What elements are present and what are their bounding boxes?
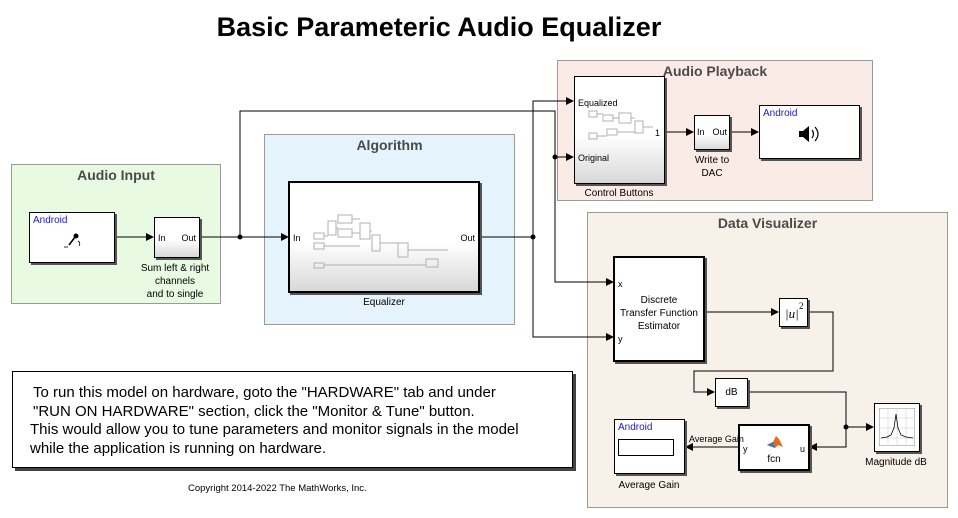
junction-db-branch bbox=[843, 424, 849, 430]
sum-label-line-2: channels bbox=[154, 276, 196, 287]
dac-in-port: In bbox=[697, 127, 705, 137]
average-gain-label: Average Gain bbox=[618, 480, 680, 491]
equalizer-subsystem-block[interactable]: In Out bbox=[288, 181, 480, 293]
wire-abs-to-db bbox=[693, 311, 834, 396]
fcn-text: fcn bbox=[767, 454, 781, 465]
android-microphone-block[interactable]: Android bbox=[29, 212, 115, 263]
wire-original bbox=[239, 110, 574, 237]
sum-label-line-3: and to single bbox=[146, 289, 204, 300]
magnitude-db-label: Magnitude dB bbox=[865, 457, 927, 468]
magnitude-squared-block[interactable]: |u| 2 bbox=[779, 298, 808, 327]
write-to-dac-block[interactable]: In Out bbox=[694, 115, 730, 150]
matlab-logo-icon bbox=[767, 436, 783, 448]
fcn-y-port: y bbox=[743, 444, 748, 454]
area-audio-input-title: Audio Input bbox=[77, 167, 155, 183]
matlab-function-block[interactable]: y u fcn bbox=[738, 424, 810, 471]
equalizer-in-port: In bbox=[293, 233, 301, 243]
db-text: dB bbox=[725, 387, 738, 398]
dac-out-port: Out bbox=[712, 127, 727, 137]
average-gain-signal-label: Average Gain bbox=[689, 434, 744, 444]
control-out-port: 1 bbox=[654, 128, 660, 138]
speaker-icon bbox=[799, 126, 819, 142]
note-line-3: This would allow you to tune parameters … bbox=[30, 421, 519, 438]
sum-out-port: Out bbox=[181, 233, 196, 243]
write-to-dac-label: Write to DAC bbox=[682, 154, 742, 180]
spectrum-icon bbox=[879, 408, 915, 446]
area-data-visualizer-title: Data Visualizer bbox=[717, 215, 818, 231]
tfe-y-port: y bbox=[618, 334, 623, 344]
junction-equalizer-branch bbox=[530, 234, 536, 240]
tfe-text: Discrete Transfer Function Estimator bbox=[615, 294, 703, 333]
db-conversion-block[interactable]: dB bbox=[715, 378, 748, 407]
abs-sq-text: |u| bbox=[785, 306, 799, 321]
area-algorithm-title: Algorithm bbox=[356, 137, 423, 153]
tfe-text-line-3: Estimator bbox=[637, 321, 681, 332]
android-speaker-block[interactable]: Android bbox=[759, 105, 860, 159]
control-equalized-port: Equalized bbox=[578, 98, 618, 108]
tfe-text-line-1: Discrete bbox=[640, 295, 678, 306]
display-value-box bbox=[618, 439, 674, 456]
note-line-1: To run this model on hardware, goto the … bbox=[33, 384, 496, 401]
wire-db-to-fcn bbox=[809, 427, 847, 451]
sum-channels-block[interactable]: In Out bbox=[154, 217, 200, 258]
equalizer-label: Equalizer bbox=[363, 297, 405, 308]
wire-equalized-to-y bbox=[532, 237, 614, 341]
sum-label-line-1: Sum left & right bbox=[140, 263, 210, 274]
sum-in-port: In bbox=[158, 233, 166, 243]
android-label: Android bbox=[33, 215, 68, 226]
model-title: Basic Parameteric Audio Equalizer bbox=[216, 12, 662, 42]
tfe-text-line-2: Transfer Function bbox=[620, 308, 698, 319]
wire-equalized bbox=[532, 97, 574, 237]
control-buttons-label: Control Buttons bbox=[584, 188, 654, 199]
copyright-text: Copyright 2014-2022 The MathWorks, Inc. bbox=[188, 483, 367, 494]
note-line-2: "RUN ON HARDWARE" section, click the "Mo… bbox=[33, 402, 475, 420]
hardware-instructions-note: To run this model on hardware, goto the … bbox=[12, 371, 573, 468]
subsystem-preview-icon bbox=[588, 110, 653, 140]
dac-label-line-1: Write to bbox=[694, 155, 730, 166]
tfe-x-port: x bbox=[618, 279, 623, 289]
fcn-u-port: u bbox=[799, 444, 805, 454]
sum-block-label: Sum left & right channels and to single bbox=[130, 262, 220, 301]
subsystem-preview-icon bbox=[313, 214, 448, 269]
junction-input-branch bbox=[237, 234, 243, 240]
area-audio-playback-title: Audio Playback bbox=[662, 63, 768, 79]
abs-sq-exponent: 2 bbox=[799, 301, 804, 311]
wire-db-out bbox=[748, 391, 847, 427]
android-label: Android bbox=[763, 108, 798, 119]
note-line-4: while the application is running on hard… bbox=[30, 439, 327, 457]
dac-label-line-2: DAC bbox=[701, 168, 723, 179]
control-original-port: Original bbox=[578, 153, 610, 163]
android-display-block[interactable]: Android bbox=[614, 419, 685, 474]
wire-original-to-x bbox=[554, 157, 614, 286]
junction-original-branch bbox=[552, 154, 558, 160]
equalizer-out-port: Out bbox=[460, 233, 475, 243]
transfer-function-estimator-block[interactable]: x y Discrete Transfer Function Estimator bbox=[613, 256, 705, 362]
android-label: Android bbox=[618, 422, 653, 433]
spectrum-scope-block[interactable] bbox=[874, 403, 920, 452]
control-buttons-block[interactable]: Equalized Original 1 bbox=[574, 76, 665, 184]
microphone-icon bbox=[64, 233, 81, 248]
